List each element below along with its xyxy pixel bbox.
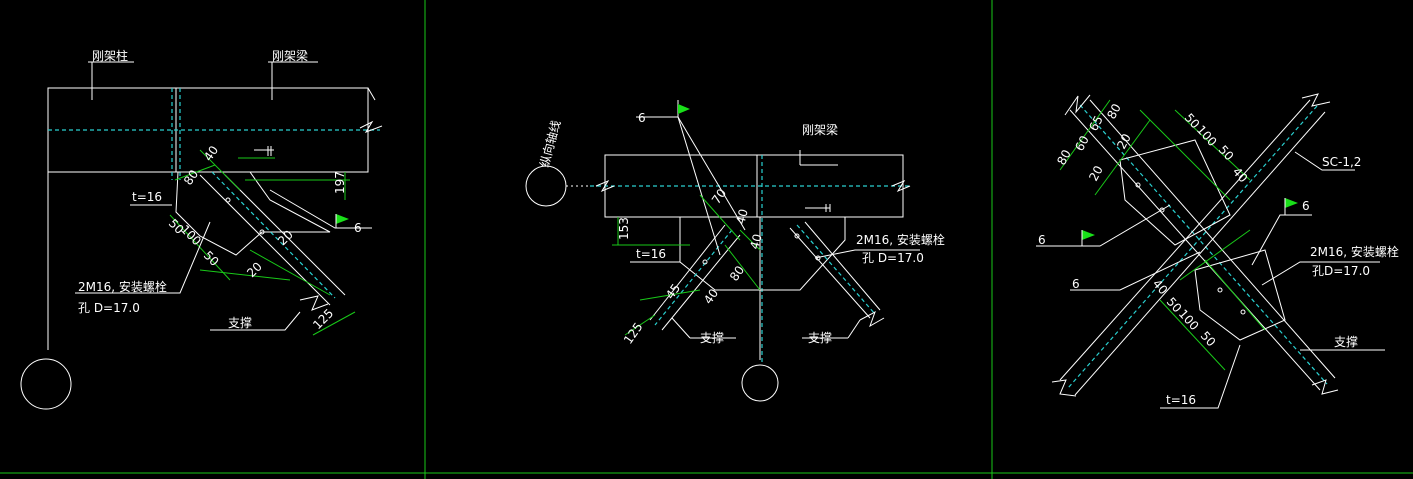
p3-brace-label: 支撑	[1334, 334, 1358, 349]
p2-brace-right: 支撑	[808, 330, 832, 345]
p3-dim-80a: 80	[1054, 147, 1074, 167]
p3-bolt-spec: 2M16, 安装螺栓	[1310, 244, 1399, 259]
p1-hole-spec: 孔 D=17.0	[78, 301, 140, 315]
p3-dim-60: 60	[1072, 133, 1092, 153]
axis-bubble	[20, 358, 72, 410]
panel-1-column-beam-joint: 刚架柱 刚架梁 t=16 2M16, 安装螺栓 孔 D=17.0 支撑 6 40…	[20, 48, 383, 410]
p3-member-code: SC-1,2	[1322, 155, 1361, 169]
p3-dim-100b: 100	[1176, 307, 1202, 333]
p1-column-label: 刚架柱	[92, 48, 128, 63]
p2-brace-left: 支撑	[700, 330, 724, 345]
p2-weld-size: 6	[638, 111, 646, 125]
p1-brace-label: 支撑	[228, 315, 252, 330]
p3-weld-mid: 6	[1072, 277, 1080, 291]
p1-bolt-spec: 2M16, 安装螺栓	[78, 279, 167, 294]
p2-dim-153: 153	[617, 217, 631, 240]
p3-dim-80b: 80	[1104, 101, 1124, 121]
p2-dim-80: 80	[727, 263, 747, 284]
p1-dim-125: 125	[310, 306, 336, 332]
p2-beam-label: 刚架梁	[802, 122, 838, 137]
p3-dim-20b: 20	[1114, 131, 1134, 151]
p2-dim-40c: 40	[701, 286, 721, 307]
p3-dim-65: 65	[1086, 113, 1106, 133]
p3-dim-50d: 50	[1198, 329, 1219, 350]
p1-weld-size: 6	[354, 221, 362, 235]
p1-dim-80: 80	[181, 167, 201, 188]
p1-dim-40: 40	[201, 143, 221, 164]
p1-dim-197: 197	[333, 171, 347, 194]
axis-bubble-left	[525, 165, 567, 207]
p3-dim-50b: 50	[1216, 143, 1237, 164]
p3-dim-40a: 40	[1230, 165, 1251, 186]
p3-dim-20a: 20	[1086, 163, 1106, 183]
p2-plate-thickness: t=16	[636, 247, 666, 261]
p3-weld-top: 6	[1302, 199, 1310, 213]
p3-dim-40b: 40	[1150, 277, 1171, 298]
axis-bubble-bottom	[741, 364, 779, 402]
p2-dim-45: 45	[663, 281, 683, 302]
p3-plate-thickness: t=16	[1166, 393, 1196, 407]
p2-dim-70: 70	[709, 186, 729, 207]
p2-bolt-spec: 2M16, 安装螺栓	[856, 232, 945, 247]
p1-beam-label: 刚架梁	[272, 48, 308, 63]
p2-dim-40b: 40	[747, 232, 764, 250]
panel-3-x-brace-joint: SC-1,2 6 6 6 2M16, 安装螺栓 孔D=17.0 支撑 t=16 …	[1036, 93, 1399, 409]
p1-dim-20a: 20	[275, 227, 296, 248]
p1-plate-thickness: t=16	[132, 190, 162, 204]
p2-axis-label: 纵向轴线	[536, 119, 563, 169]
panel-2-beam-brace-joint: 纵向轴线 刚架梁 6 t=16 2M16, 安装螺栓 孔 D=17.0 支撑 支…	[525, 100, 945, 402]
p3-weld-left: 6	[1038, 233, 1046, 247]
p2-dim-40a: 40	[733, 207, 750, 225]
p3-hole-spec: 孔D=17.0	[1312, 264, 1370, 278]
p2-hole-spec: 孔 D=17.0	[862, 251, 924, 265]
